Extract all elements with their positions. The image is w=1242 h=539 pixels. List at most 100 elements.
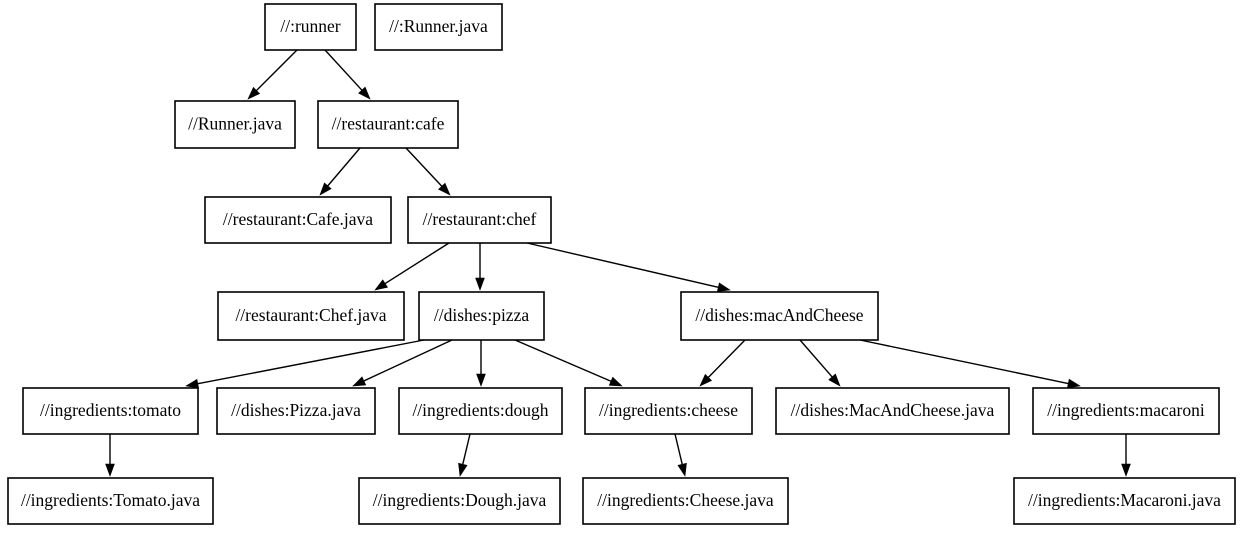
edge-arrowhead	[358, 86, 371, 100]
node-box[interactable]	[582, 477, 789, 525]
edge-arrowhead	[438, 182, 451, 196]
edge-dishes_macandcheese-to-ingredients_macaroni	[859, 339, 1081, 389]
edge-dishes_pizza-to-dishes_pizza_java	[352, 339, 453, 387]
node-runner_java[interactable]: //Runner.java	[174, 100, 296, 149]
node-ingredients_dough_java[interactable]: //ingredients:Dough.java	[358, 477, 561, 525]
edge-line	[384, 242, 450, 285]
node-box[interactable]	[407, 196, 552, 244]
edge-arrowhead	[105, 463, 115, 477]
edge-line	[405, 147, 443, 187]
edge-line	[363, 339, 453, 382]
node-restaurant_chef[interactable]: //restaurant:chef	[407, 196, 552, 244]
node-ingredients_macaroni_java[interactable]: //ingredients:Macaroni.java	[1013, 477, 1236, 525]
edge-ingredients_tomato-to-ingredients_tomato_java	[105, 434, 115, 477]
edge-line	[859, 339, 1069, 385]
node-dishes_pizza_java[interactable]: //dishes:Pizza.java	[216, 387, 376, 435]
node-box[interactable]	[22, 387, 199, 435]
edge-line	[526, 242, 719, 288]
node-ingredients_tomato[interactable]: //ingredients:tomato	[22, 387, 199, 435]
node-runner[interactable]: //:runner	[264, 3, 357, 51]
edge-restaurant_chef-to-dishes_macandcheese	[526, 242, 731, 292]
node-label: //dishes:pizza	[434, 305, 529, 325]
edge-arrowhead	[716, 282, 731, 292]
node-label: //restaurant:Cafe.java	[223, 209, 373, 229]
node-label: //Runner.java	[188, 114, 282, 134]
node-box[interactable]	[418, 291, 545, 341]
node-box[interactable]	[264, 3, 357, 51]
edge-line	[255, 49, 298, 92]
node-box[interactable]	[680, 291, 879, 341]
edge-restaurant_chef-to-restaurant_chef_java	[374, 242, 450, 291]
node-ingredients_dough[interactable]: //ingredients:dough	[398, 387, 563, 435]
node-label: //dishes:MacAndCheese.java	[791, 400, 995, 420]
node-box[interactable]	[217, 291, 405, 341]
node-restaurant_cafe[interactable]: //restaurant:cafe	[317, 100, 459, 149]
node-label: //restaurant:cafe	[332, 114, 445, 134]
edge-arrowhead	[699, 373, 713, 387]
edge-arrowhead	[374, 279, 388, 291]
edge-restaurant_chef-to-dishes_pizza	[475, 243, 485, 291]
node-label: //restaurant:chef	[423, 209, 537, 229]
node-box[interactable]	[216, 387, 376, 435]
node-ingredients_tomato_java[interactable]: //ingredients:Tomato.java	[7, 477, 214, 525]
edge-runner-to-runner_java	[247, 49, 298, 100]
node-box[interactable]	[1032, 387, 1220, 435]
edge-arrowhead	[247, 86, 261, 100]
node-box[interactable]	[358, 477, 561, 525]
node-box[interactable]	[317, 100, 459, 149]
edge-runner-to-restaurant_cafe	[324, 49, 371, 100]
node-box[interactable]	[584, 387, 753, 435]
edge-arrowhead	[608, 376, 623, 387]
node-label: //:runner	[280, 16, 340, 36]
edge-arrowhead	[1066, 378, 1081, 389]
edge-line	[514, 339, 612, 382]
node-ingredients_macaroni[interactable]: //ingredients:macaroni	[1032, 387, 1220, 435]
node-label: //:Runner.java	[389, 16, 488, 36]
node-box[interactable]	[174, 100, 296, 149]
edge-line	[799, 339, 833, 378]
node-label: //restaurant:Chef.java	[235, 305, 386, 325]
edge-ingredients_cheese-to-ingredients_cheese_java	[674, 433, 687, 477]
node-box[interactable]	[374, 3, 503, 51]
edge-line	[674, 433, 683, 465]
node-box[interactable]	[1013, 477, 1236, 525]
node-box[interactable]	[398, 387, 563, 435]
edge-dishes_pizza-to-ingredients_tomato	[185, 339, 425, 389]
node-label: //ingredients:Tomato.java	[21, 490, 200, 510]
node-runner_java_root[interactable]: //:Runner.java	[374, 3, 503, 51]
node-dishes_macandcheese[interactable]: //dishes:macAndCheese	[680, 291, 879, 341]
edge-ingredients_macaroni-to-ingredients_macaroni_java	[1121, 434, 1131, 477]
edges-layer	[105, 49, 1131, 477]
node-label: //ingredients:Cheese.java	[597, 490, 774, 510]
node-restaurant_cafe_java[interactable]: //restaurant:Cafe.java	[204, 196, 392, 244]
node-ingredients_cheese[interactable]: //ingredients:cheese	[584, 387, 753, 435]
node-dishes_pizza[interactable]: //dishes:pizza	[418, 291, 545, 341]
edge-ingredients_dough-to-ingredients_dough_java	[458, 433, 471, 477]
edge-line	[327, 147, 361, 187]
node-dishes_macandcheese_java[interactable]: //dishes:MacAndCheese.java	[775, 387, 1010, 435]
edge-arrowhead	[677, 462, 687, 477]
node-box[interactable]	[204, 196, 392, 244]
edge-restaurant_cafe-to-restaurant_chef	[405, 147, 451, 196]
edge-line	[324, 49, 363, 91]
node-label: //ingredients:cheese	[599, 400, 738, 420]
node-ingredients_cheese_java[interactable]: //ingredients:Cheese.java	[582, 477, 789, 525]
node-box[interactable]	[7, 477, 214, 525]
node-restaurant_chef_java[interactable]: //restaurant:Chef.java	[217, 291, 405, 341]
edge-arrowhead	[352, 376, 367, 387]
node-label: //ingredients:Macaroni.java	[1028, 490, 1221, 510]
edge-restaurant_cafe-to-restaurant_cafe_java	[319, 147, 361, 196]
node-label: //ingredients:dough	[412, 400, 548, 420]
edge-arrowhead	[828, 373, 841, 387]
edge-arrowhead	[458, 462, 468, 477]
nodes-layer: //:runner //:Runner.java //Runner.java //re…	[7, 3, 1236, 525]
node-box[interactable]	[775, 387, 1010, 435]
edge-dishes_macandcheese-to-ingredients_cheese	[699, 339, 746, 387]
edge-arrowhead	[475, 277, 485, 291]
node-label: //dishes:Pizza.java	[231, 400, 361, 420]
edge-dishes_pizza-to-ingredients_cheese	[514, 339, 623, 387]
node-label: //dishes:macAndCheese	[695, 305, 863, 325]
edge-arrowhead	[319, 182, 332, 196]
